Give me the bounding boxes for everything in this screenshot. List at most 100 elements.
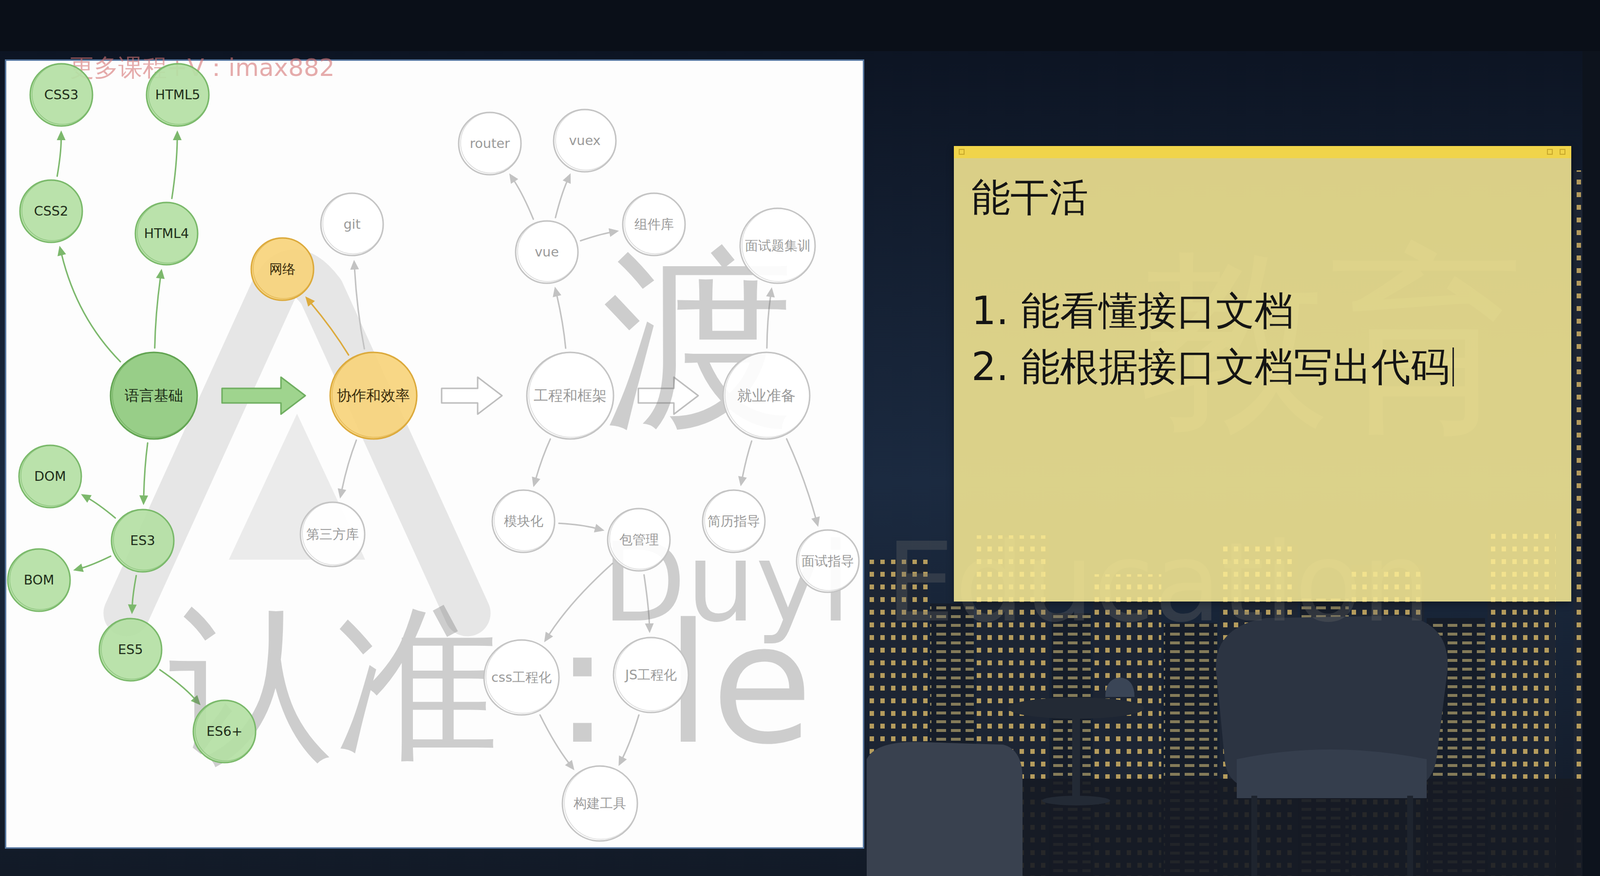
circle-fill (18, 445, 82, 508)
circle-fill (110, 352, 198, 440)
text-cursor (1452, 347, 1454, 387)
topic-text-box: JS工程化 (625, 667, 677, 683)
circle-sketch-line (624, 193, 686, 255)
note-text-line: 能干活 (971, 175, 1089, 221)
topic-circle: 就业准备 (721, 351, 812, 441)
note-title-bar (953, 146, 1572, 159)
connector-line (354, 268, 365, 350)
circle-fill (330, 352, 417, 440)
topic-text-box: 工程和框架 (533, 387, 607, 405)
connector-arrow (305, 296, 349, 355)
connector-arrow (552, 286, 566, 349)
topic-circle: JS工程化 (612, 636, 690, 715)
topic-text-box: HTML4 (144, 225, 189, 242)
arrow-head (608, 228, 619, 238)
note-bar-icon (1559, 148, 1566, 155)
circle-sketch-line (517, 221, 578, 282)
arrow-head (128, 604, 137, 615)
circle-fill (723, 352, 810, 440)
connector-line (535, 439, 551, 480)
topic-circle: CSS3 (28, 62, 94, 128)
topic-circle: vue (514, 219, 580, 285)
topic-label: 面试题集训 (744, 238, 811, 254)
topic-circle: css工程化 (482, 638, 561, 717)
arrow-head (552, 286, 562, 298)
connector-line (580, 232, 611, 242)
arrow-head (337, 488, 347, 499)
topic-label: CSS2 (34, 203, 69, 219)
topic-text-box: ES5 (117, 642, 143, 658)
topic-label: 面试指导 (801, 553, 855, 569)
topic-circle: 面试指导 (795, 528, 861, 595)
connector-line (557, 295, 566, 349)
arrow-head (172, 130, 182, 141)
topic-circle: 协作和效率 (328, 351, 419, 441)
decor-path (1236, 749, 1427, 799)
topic-text-box: css工程化 (491, 669, 552, 686)
circle-fill (111, 509, 174, 573)
connector-arrow (56, 130, 66, 177)
connector-line (56, 139, 61, 177)
topic-label: git (343, 216, 361, 232)
connector-arrow (558, 523, 605, 533)
arrow-head (562, 173, 572, 185)
topic-label: 组件库 (634, 216, 674, 232)
topic-label: 语言基础 (124, 387, 184, 405)
arrow-head (57, 245, 66, 257)
connector-line (81, 556, 112, 569)
topic-circle: 模块化 (490, 488, 557, 555)
topic-label: 构建工具 (573, 796, 627, 812)
connector-line (143, 443, 148, 497)
arrow-head (73, 563, 84, 573)
circle-fill (30, 63, 93, 127)
topic-label: css工程化 (491, 669, 552, 686)
topic-label: 包管理 (619, 532, 659, 548)
topic-text-box: BOM (23, 572, 55, 588)
topic-label: ES3 (130, 533, 155, 549)
circle-fill (7, 549, 71, 612)
topic-text-box: ES6+ (206, 724, 243, 740)
circle-sketch-line (704, 490, 765, 552)
block-arrow (441, 377, 503, 415)
connector-line (154, 277, 161, 349)
circle-sketch-line (555, 110, 616, 171)
topic-label: vuex (568, 132, 601, 149)
topic-circle: 语言基础 (109, 351, 199, 441)
topic-label: JS工程化 (625, 667, 677, 683)
arrow-head (139, 495, 149, 506)
circle-fill (19, 180, 83, 243)
circle-fill (99, 618, 162, 682)
topic-text-box: 构建工具 (573, 796, 627, 812)
circle-fill (492, 490, 555, 553)
circle-fill (526, 352, 614, 440)
circle-fill (562, 766, 638, 842)
topic-circle: 构建工具 (560, 764, 639, 843)
topic-label: HTML4 (144, 225, 189, 242)
circle-fill (135, 202, 198, 265)
topic-circle: vuex (552, 108, 618, 174)
topic-text-box: vuex (568, 132, 601, 149)
circle-sketch-line (21, 180, 83, 242)
circle-fill (796, 530, 859, 593)
topic-text-box: 面试题集训 (744, 238, 811, 254)
connector-line (171, 139, 178, 199)
topic-text-box: git (343, 216, 361, 232)
topic-circle: HTML5 (145, 62, 211, 128)
topic-label: 第三方库 (306, 526, 359, 542)
topic-label: ES5 (117, 642, 143, 658)
circle-sketch-line (609, 509, 670, 570)
connector-arrow (139, 443, 149, 506)
connector-arrow (57, 245, 121, 362)
topic-circle: 包管理 (606, 507, 672, 573)
circle-fill (740, 208, 816, 284)
topic-text-box: 第三方库 (306, 526, 359, 542)
circle-sketch-line (494, 490, 555, 552)
circle-fill (320, 193, 384, 256)
topic-label: 模块化 (503, 513, 544, 529)
arrow-head (738, 476, 747, 487)
connector-line (341, 440, 357, 491)
note-text-line: 1. 能看懂接口文档 (971, 288, 1294, 334)
topic-text-box: 包管理 (619, 532, 659, 548)
